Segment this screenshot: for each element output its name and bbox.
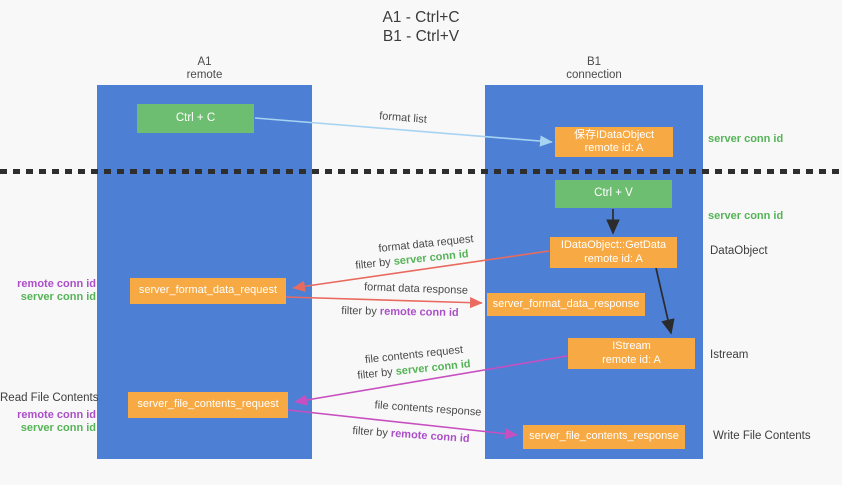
- remote-conn-id-inline: remote conn id: [390, 427, 470, 446]
- filter-by-remote-conn-id-label-2: filter by remote conn id: [352, 425, 470, 445]
- server-format-data-response-node: server_format_data_response: [487, 293, 645, 316]
- server-file-contents-response-node: server_file_contents_response: [523, 425, 685, 449]
- left-conn-id-group-top: remote conn id server conn id: [0, 278, 96, 304]
- read-file-contents-label: Read File Contents: [0, 392, 99, 404]
- format-list-label: format list: [378, 110, 428, 126]
- server-file-contents-response-label: server_file_contents_response: [529, 430, 679, 443]
- istream-side-label: Istream: [710, 349, 749, 361]
- lane-b-subtitle: connection: [566, 68, 622, 81]
- istream-remote-id: remote id: A: [602, 353, 661, 366]
- server-conn-id-label-mid: server conn id: [708, 210, 784, 222]
- server-format-data-request-node: server_format_data_request: [130, 278, 286, 304]
- file-contents-response-label: file contents response: [374, 399, 482, 419]
- format-data-response-label: format data response: [363, 281, 469, 297]
- save-idataobject-title: 保存IDataObject: [573, 128, 655, 141]
- filter-by-remote-conn-id-label-1: filter by remote conn id: [341, 305, 459, 319]
- filter-by-text: filter by: [341, 304, 377, 318]
- server-file-contents-request-label: server_file_contents_request: [137, 398, 279, 411]
- istream-title: IStream: [612, 340, 651, 352]
- save-idataobject-node: 保存IDataObject remote id: A: [555, 127, 673, 157]
- lane-a-name: A1: [197, 56, 212, 68]
- server-conn-id-label-left-top: server conn id: [20, 291, 96, 303]
- server-conn-id-label-top: server conn id: [708, 133, 784, 145]
- server-file-contents-request-node: server_file_contents_request: [128, 392, 288, 418]
- lane-a-subtitle: remote: [186, 68, 223, 81]
- ctrl-v-node: Ctrl + V: [555, 180, 672, 208]
- write-file-contents-label: Write File Contents: [713, 430, 811, 442]
- lane-b-header: B1 connection: [485, 56, 703, 81]
- dataobject-label: DataObject: [710, 245, 768, 257]
- save-idataobject-remote-id: remote id: A: [584, 142, 644, 154]
- server-format-data-response-label: server_format_data_response: [492, 297, 640, 310]
- remote-conn-id-label-top: remote conn id: [17, 278, 96, 290]
- lane-a-header: A1 remote: [97, 56, 312, 81]
- dotted-separator: [0, 169, 842, 174]
- ctrl-c-node: Ctrl + C: [137, 104, 254, 133]
- filter-by-text: filter by: [354, 256, 392, 272]
- getdata-node: IDataObject::GetData remote id: A: [550, 237, 677, 268]
- getdata-title: IDataObject::GetData: [560, 239, 667, 251]
- server-conn-id-label-left-bottom: server conn id: [20, 422, 96, 434]
- filter-by-text: filter by: [356, 366, 394, 382]
- title-line-2: B1 - Ctrl+V: [382, 27, 460, 45]
- ctrl-v-label: Ctrl + V: [594, 187, 633, 200]
- lane-b-name: B1: [586, 56, 602, 68]
- server-format-data-request-label: server_format_data_request: [138, 284, 278, 297]
- format-data-response-arrow: [285, 296, 483, 309]
- filter-by-server-conn-id-label-1: filter by server conn id: [355, 248, 469, 272]
- filter-by-text: filter by: [352, 424, 389, 440]
- title-line-1: A1 - Ctrl+C: [382, 9, 460, 26]
- diagram-title: A1 - Ctrl+C B1 - Ctrl+V: [0, 9, 842, 46]
- remote-conn-id-label-bottom: remote conn id: [17, 409, 96, 421]
- istream-node: IStream remote id: A: [568, 338, 695, 369]
- ctrl-c-label: Ctrl + C: [175, 111, 216, 124]
- getdata-remote-id: remote id: A: [584, 252, 643, 265]
- left-conn-id-group-bottom: Read File Contents remote conn id server…: [0, 392, 99, 435]
- remote-conn-id-inline: remote conn id: [379, 305, 459, 320]
